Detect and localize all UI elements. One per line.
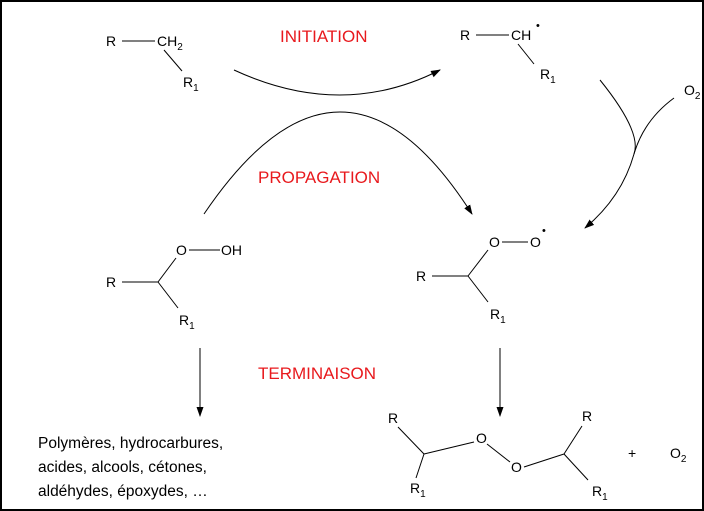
atom-o: O (530, 234, 541, 250)
bond (163, 49, 183, 72)
atom-ch-radical: CH (511, 27, 531, 43)
bond (415, 453, 425, 479)
atom-r: R (460, 27, 470, 43)
radical-dot: • (542, 225, 546, 237)
bond (467, 249, 489, 277)
oxygen-addition-arrow (584, 79, 636, 229)
bond (157, 281, 179, 309)
atom-oh: OH (221, 242, 242, 258)
atom-o: O (176, 242, 187, 258)
molecule-dialkyl-peroxide: R R1 O O R R1 (388, 408, 608, 503)
bond (423, 441, 475, 455)
stage-termination: TERMINAISON (258, 364, 376, 383)
atom-r: R (106, 33, 116, 49)
atom-r1: R1 (540, 66, 556, 86)
bond (157, 257, 177, 283)
atom-r1: R1 (410, 480, 426, 500)
oxygen-product: O2 (670, 445, 687, 465)
atom-r: R (106, 274, 116, 290)
stage-initiation: INITIATION (280, 27, 368, 46)
bond (486, 443, 511, 463)
initiation-arrow (233, 69, 441, 96)
atom-o: O (489, 234, 500, 250)
molecule-peroxyl-radical: R O O • R1 (416, 225, 546, 326)
products-line: aldéhydes, époxydes, … (38, 483, 208, 500)
atom-o: O (476, 430, 487, 446)
molecule-alkyl-radical: R CH • R1 (460, 20, 556, 86)
bond (517, 43, 535, 65)
atom-r: R (388, 410, 398, 426)
atom-r1: R1 (183, 74, 199, 94)
molecule-alkane: R CH2 R1 (106, 33, 199, 94)
oxygen-reagent: O2 (684, 82, 701, 102)
bond (523, 453, 565, 468)
radical-dot: • (536, 20, 540, 32)
atom-ch2: CH2 (157, 33, 183, 53)
bond (467, 275, 489, 303)
molecule-hydroperoxide: R O OH R1 (106, 242, 242, 332)
atom-r1: R1 (592, 483, 608, 503)
atom-r: R (582, 408, 592, 424)
oxygen-feed-curve (633, 97, 675, 155)
propagation-arrow-left (203, 111, 473, 215)
products-line: acides, alcools, cétones, (38, 459, 207, 476)
stage-propagation: PROPAGATION (258, 168, 380, 187)
atom-o: O (511, 459, 522, 475)
atom-r1: R1 (490, 306, 506, 326)
atom-r: R (416, 268, 426, 284)
atom-r1: R1 (179, 312, 195, 332)
products-list: Polymères, hydrocarbures, acides, alcool… (38, 435, 223, 500)
products-line: Polymères, hydrocarbures, (38, 435, 223, 452)
bond (563, 425, 583, 455)
plus-sign: + (628, 445, 636, 461)
bond (397, 426, 425, 455)
bond (563, 453, 589, 481)
